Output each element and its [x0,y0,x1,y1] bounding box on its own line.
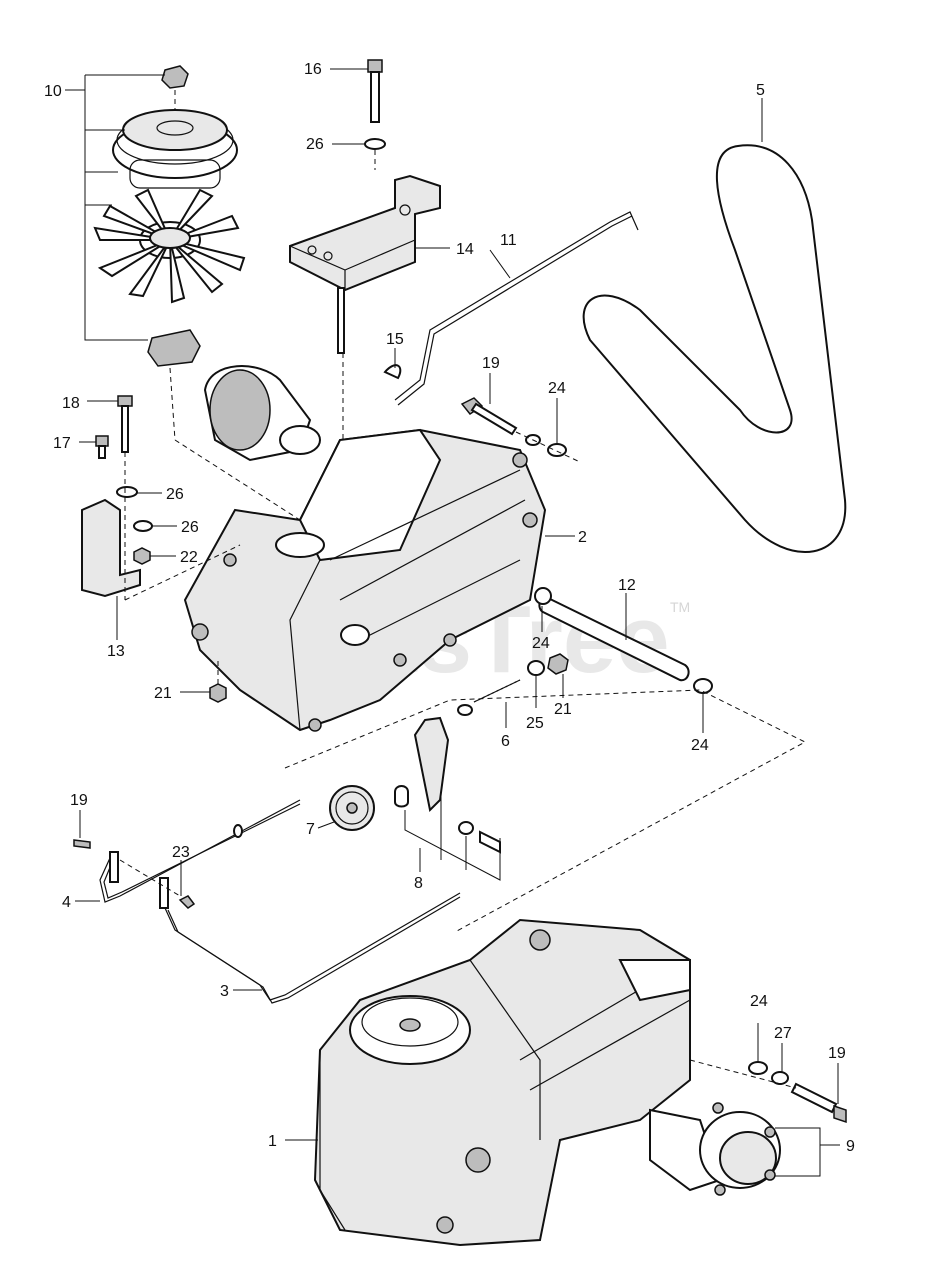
fan-hub [147,329,201,367]
washer-26-b [133,520,153,532]
callout-26-b: 26 [181,519,199,536]
callout-labels: 10 16 26 14 11 5 15 19 24 18 17 26 26 22… [44,61,855,1155]
rod-4-clip [109,851,119,883]
callout-24-upper: 24 [548,380,566,397]
bolt-16-shank [370,71,380,123]
pivot-pin [337,287,345,354]
drive-belt-5 [582,98,847,554]
mount-block-13 [81,498,141,598]
bolt-18-shank [121,405,129,453]
callout-19-upper: 19 [482,355,500,372]
callout-7: 7 [306,821,315,838]
callout-21-lower: 21 [154,685,172,702]
mounting-bracket-14 [289,174,441,292]
washer-25 [527,660,545,676]
bolt-17-head [95,435,109,447]
left-mount-hardware [79,395,241,703]
callout-6: 6 [501,733,510,750]
bolt-19-lower [790,1082,838,1114]
washer-24-right [693,678,713,694]
callout-14: 14 [456,241,474,258]
callout-16: 16 [304,61,322,78]
callout-15: 15 [386,331,404,348]
pulley-fan-assembly [65,65,301,521]
rod-3-clip [159,877,169,909]
watermark-trademark: TM [670,599,690,615]
linkage-rods [73,799,461,1004]
callout-20: 19 [70,792,88,809]
callout-25: 25 [526,715,544,732]
transaxle-2 [183,365,575,732]
lower-mount-tab [618,959,691,1002]
upper-hardware [460,373,581,463]
callout-8: 8 [414,875,423,892]
callout-24-mid: 24 [532,635,550,652]
washer-24-upper [547,443,567,457]
callout-10: 10 [44,83,62,100]
transaxle-1 [285,918,691,1247]
input-shaft-boss [275,532,325,558]
callout-17: 17 [53,435,71,452]
callout-22: 21 [554,701,572,718]
bolt-19-upper [470,402,518,436]
callout-26-top: 26 [306,136,324,153]
callout-1: 1 [268,1133,277,1150]
control-rod-11 [383,211,639,406]
washer-26-top [364,138,386,150]
lower-hardware [649,1023,847,1196]
callout-24-right: 24 [691,737,709,754]
pulley-nut [161,65,189,89]
callout-4: 4 [62,894,71,911]
callout-9: 9 [846,1138,855,1155]
callout-23: 23 [172,844,190,861]
sprocket-7 [317,785,375,831]
callout-18: 18 [62,395,80,412]
nut-21-upper [133,547,151,565]
hairpin-15 [383,364,402,380]
callout-12: 12 [618,577,636,594]
tension-arm-8 [394,716,501,881]
bolt-20 [73,839,91,849]
callout-26-a: 26 [166,486,184,503]
washer-27 [771,1071,789,1085]
bolt-16-head [367,59,383,73]
callout-5: 5 [756,82,765,99]
washer-24-lower [748,1061,768,1075]
washer-6 [457,704,473,716]
callout-3: 3 [220,983,229,1000]
callout-27: 27 [774,1025,792,1042]
callout-21-upper: 22 [180,549,198,566]
bracket-assembly [289,59,450,440]
callout-2: 2 [578,529,587,546]
nut-21-lower [209,683,227,703]
washer-24-mid [534,587,552,605]
washer-26-a [116,486,138,498]
nut-23 [178,895,196,909]
callout-19-lower: 19 [828,1045,846,1062]
callout-13: 13 [107,643,125,660]
idler-hardware [284,587,807,933]
callout-24-lower: 24 [750,993,768,1010]
nut-22 [547,653,569,675]
callout-11: 11 [500,232,517,249]
bolt-18-head [117,395,133,407]
cooling-fan [93,188,246,304]
